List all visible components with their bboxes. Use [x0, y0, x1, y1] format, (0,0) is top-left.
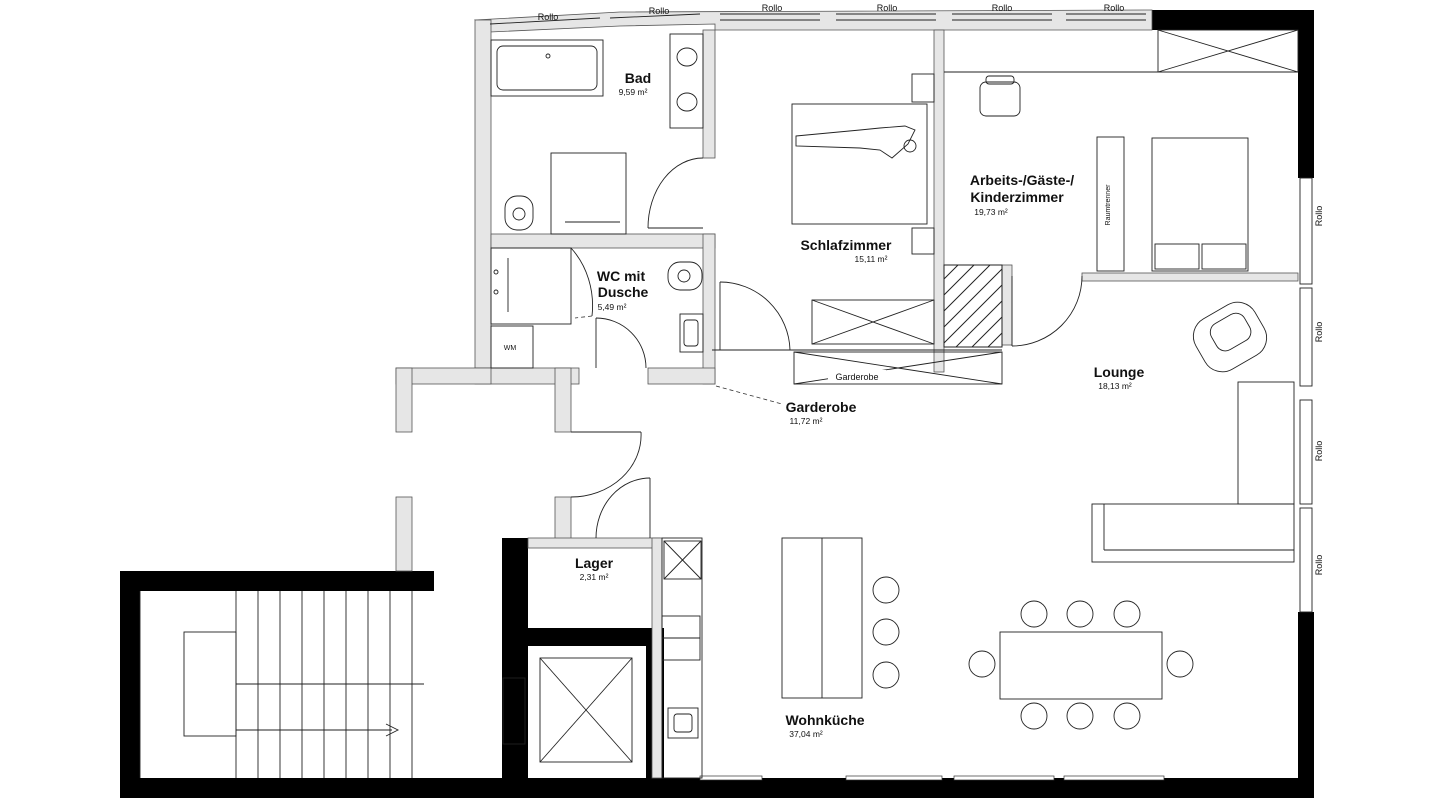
toilet-bad [504, 195, 534, 231]
rollo-label: Rollo [1314, 206, 1324, 227]
washer-label: WM [504, 345, 517, 352]
room-name-lounge: Lounge [1094, 364, 1145, 380]
door-wc [570, 247, 647, 369]
rollo-label: Rollo [992, 3, 1013, 13]
washbasins [669, 33, 704, 129]
room-divider: Raumtrenner [1096, 136, 1125, 272]
door-arbeitszimmer [1011, 275, 1083, 347]
door-entrance [570, 431, 642, 498]
room-name-bad: Bad [625, 70, 651, 86]
rollo-label: Rollo [762, 3, 783, 13]
rollo-label: Rollo [1104, 3, 1125, 13]
lounge-chair [1192, 301, 1268, 373]
room-name-wc-line2: Dusche [598, 284, 649, 300]
garderobe-cabinet: Garderobe [793, 351, 1003, 385]
room-name-arbeitszimmer-line1: Arbeits-/Gäste-/ [970, 172, 1074, 188]
kitchen-counter [661, 537, 703, 779]
rollo-label: Rollo [877, 3, 898, 13]
room-name-garderobe: Garderobe [786, 399, 857, 415]
windows-right [1299, 177, 1313, 613]
room-labels: Bad 9,59 m² Schlafzimmer 15,11 m² Arbeit… [575, 70, 1145, 739]
rollo-label: Rollo [538, 12, 559, 22]
nightstand [911, 73, 935, 103]
rollo-label: Rollo [1314, 555, 1324, 576]
bed-schlafzimmer [791, 103, 928, 225]
room-name-lager: Lager [575, 555, 614, 571]
garderobe-leader [715, 385, 783, 405]
desk-chair [979, 75, 1021, 117]
nightstand [911, 227, 935, 255]
door-lager [595, 477, 651, 539]
dining-table [999, 631, 1163, 700]
elevator [502, 657, 633, 763]
room-name-wc-line1: WC mit [597, 268, 646, 284]
room-name-arbeitszimmer-line2: Kinderzimmer [970, 189, 1064, 205]
room-divider-label: Raumtrenner [1105, 184, 1112, 226]
room-area-lounge: 18,13 m² [1098, 381, 1132, 391]
rollo-label: Rollo [649, 6, 670, 16]
outer-walls [120, 10, 1314, 798]
room-area-bad: 9,59 m² [619, 87, 648, 97]
room-area-schlafzimmer: 15,11 m² [855, 254, 888, 264]
room-area-garderobe: 11,72 m² [790, 416, 823, 426]
sink-wc [679, 313, 704, 353]
bathtub [490, 39, 604, 97]
toilet-wc [667, 261, 703, 291]
room-area-wohnkueche: 37,04 m² [789, 729, 823, 739]
windows-top [489, 13, 1146, 25]
island-stools [872, 576, 900, 689]
kitchen-island [781, 537, 863, 699]
rollo-labels: Rollo Rollo Rollo Rollo Rollo Rollo Roll… [538, 3, 1324, 575]
room-area-lager: 2,31 m² [580, 572, 609, 582]
door-schlafzimmer [712, 281, 1002, 351]
bed-arbeitszimmer [1151, 137, 1249, 272]
rollo-label: Rollo [1314, 322, 1324, 343]
hatched-shaft [943, 264, 1003, 348]
dining-chairs [968, 600, 1194, 730]
staircase [139, 591, 424, 778]
door-bad [647, 157, 704, 229]
room-area-wc: 5,49 m² [598, 302, 627, 312]
room-name-schlafzimmer: Schlafzimmer [800, 237, 892, 253]
room-name-wohnkueche: Wohnküche [785, 712, 864, 728]
room-area-arbeitszimmer: 19,73 m² [974, 207, 1008, 217]
shower-wc [490, 247, 572, 325]
wardrobe-schlafzimmer [811, 299, 935, 345]
inner-walls [395, 9, 1299, 779]
rollo-label: Rollo [1314, 441, 1324, 462]
garderobe-cabinet-label: Garderobe [835, 372, 878, 382]
washer: WM [490, 325, 534, 369]
wardrobe-arbeitszimmer [1157, 29, 1299, 73]
sofa [1091, 381, 1295, 563]
shower-bad [550, 152, 627, 235]
